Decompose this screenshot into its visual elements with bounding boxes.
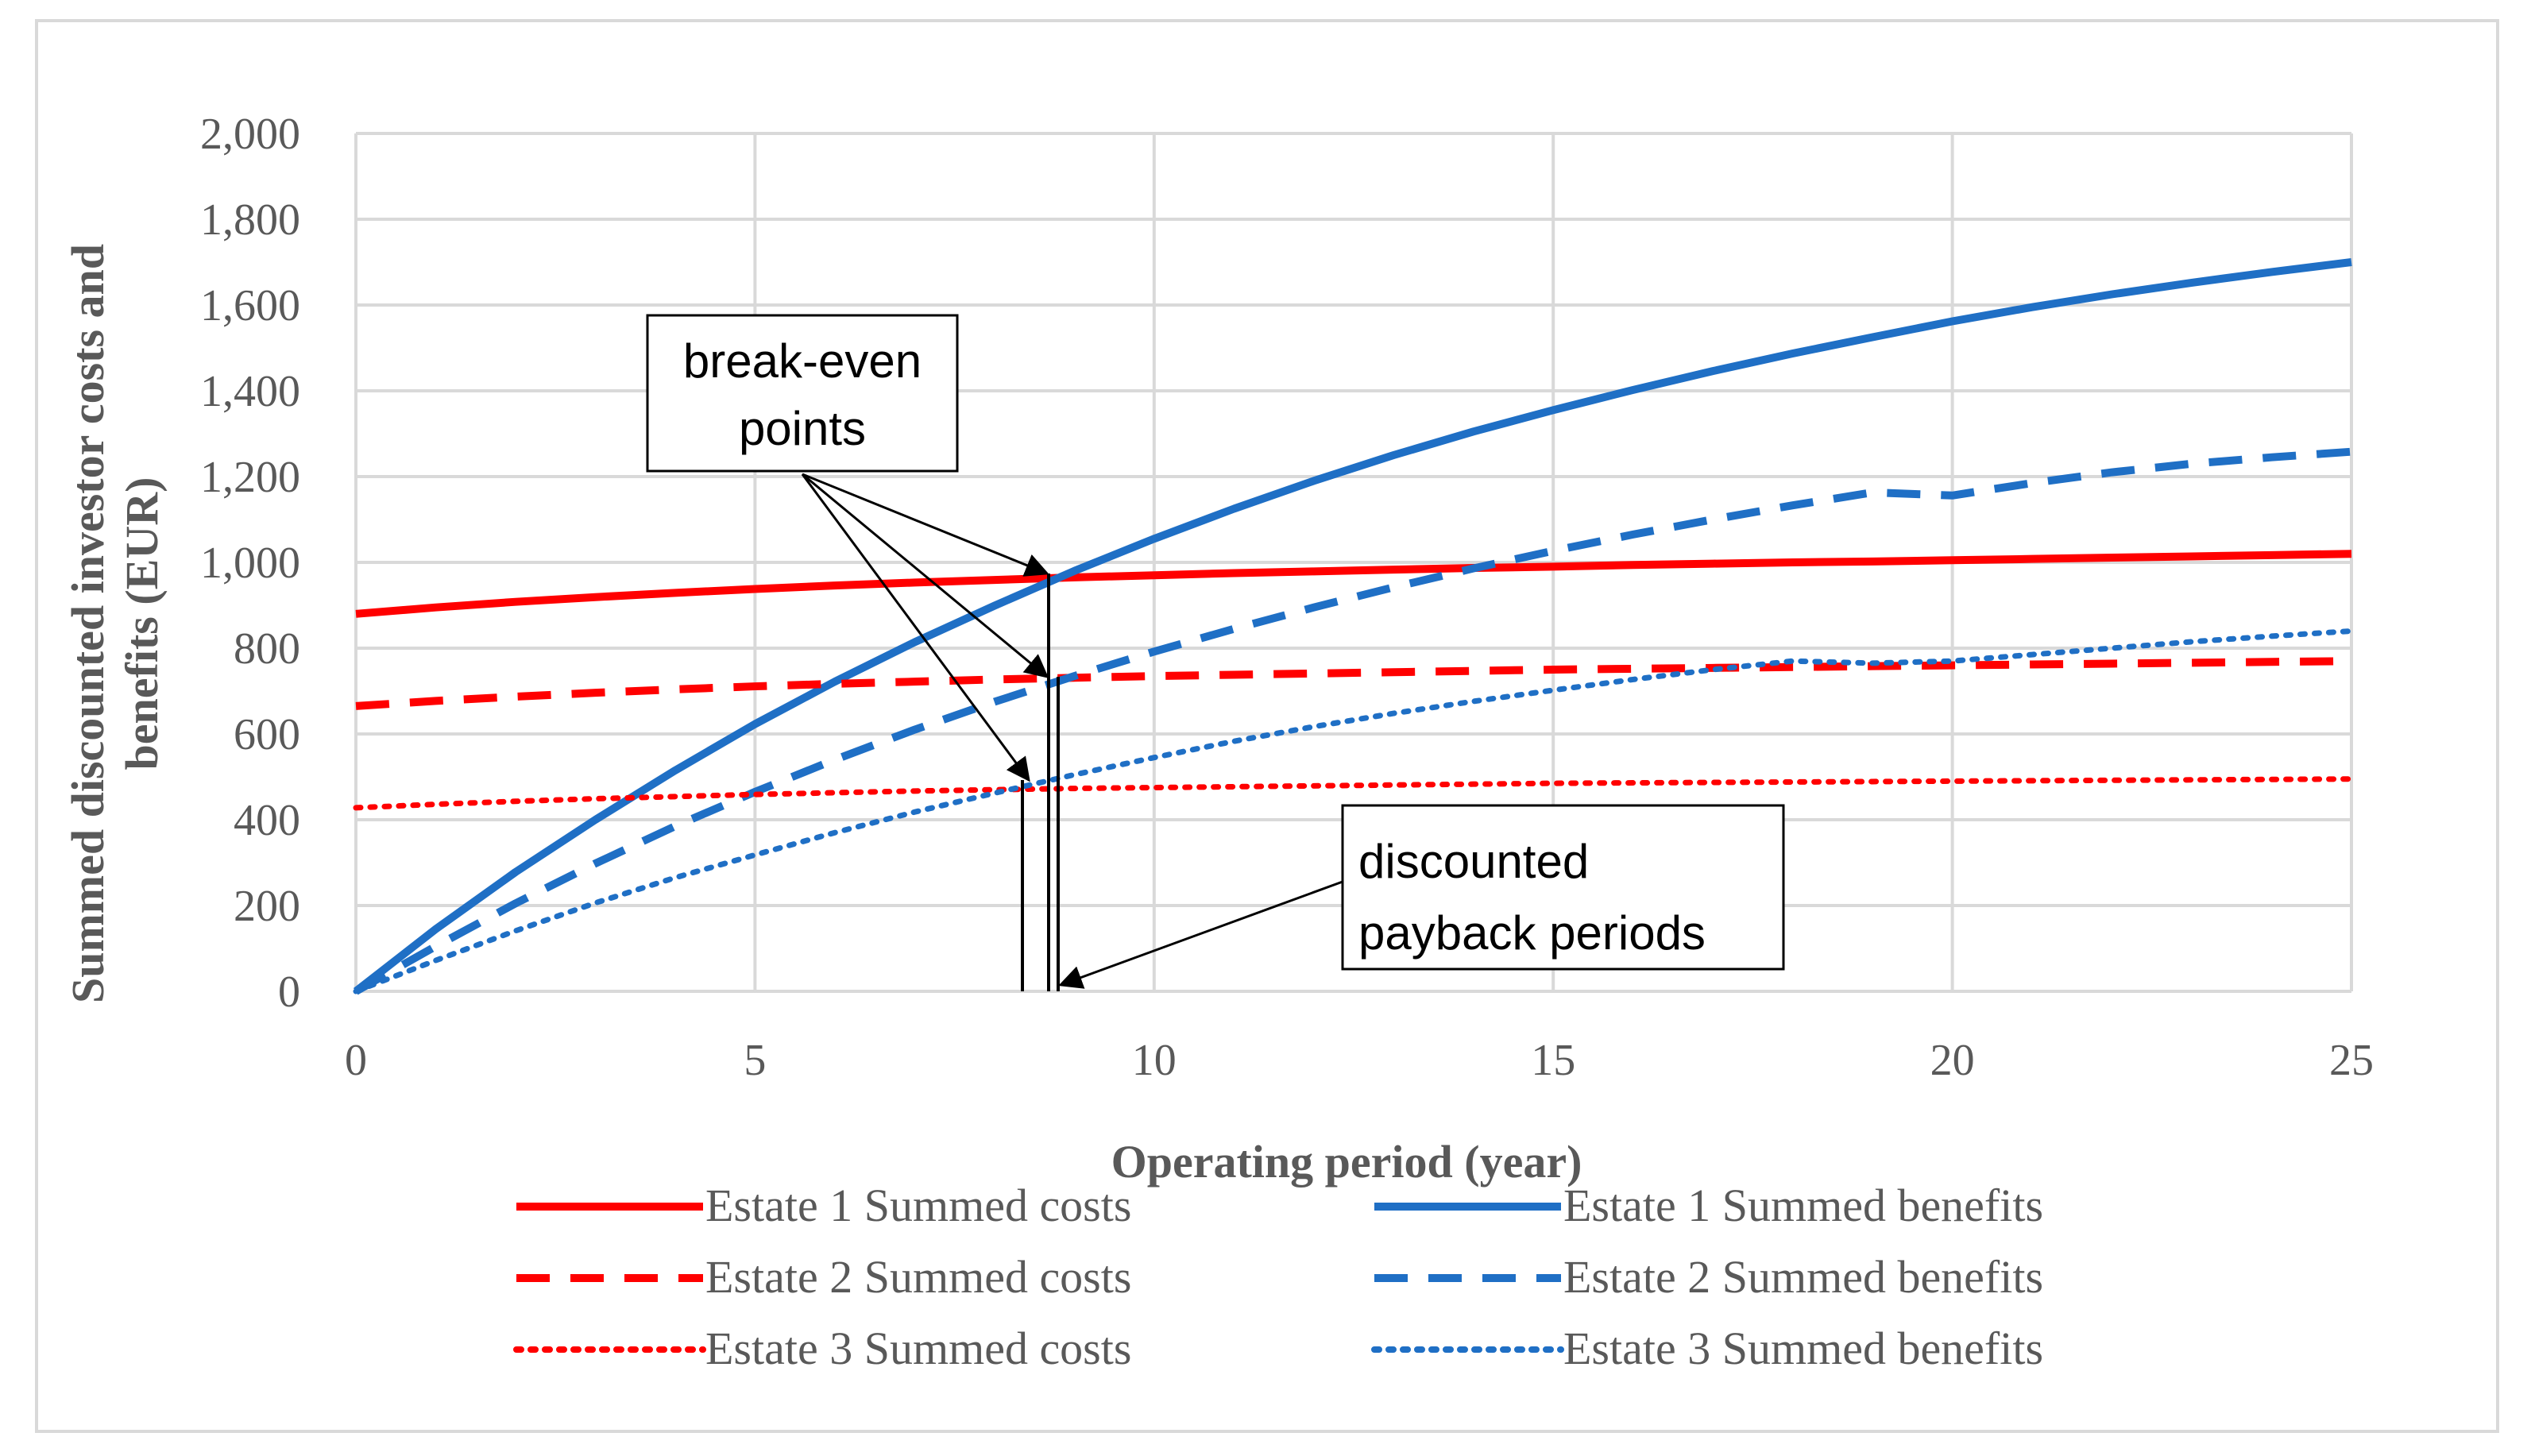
series-line-1: [355, 550, 2352, 618]
break-even-arrow: [802, 473, 1049, 577]
legend-label-2: Estate 1 Summed benefits: [1563, 1180, 2043, 1231]
x-tick-label: 0: [345, 1036, 367, 1085]
payback-arrow: [1058, 880, 1343, 989]
y-tick-label: 1,600: [200, 281, 300, 330]
break-even-label-line1: break-even: [683, 334, 922, 388]
legend-label-1: Estate 1 Summed costs: [705, 1180, 1131, 1231]
y-axis-title-line1: Summed discounted investor costs and: [62, 244, 114, 1003]
y-tick-labels: 0 200 400 600 800 1,000 1,200 1,400 1,600 1,800 2,…: [200, 110, 300, 1017]
payback-label-line2: payback periods: [1358, 906, 1706, 960]
x-tick-labels: 0 5 10 15 20 25: [345, 1036, 2374, 1085]
y-tick-label: 200: [234, 882, 300, 931]
break-even-arrow: [802, 473, 1049, 678]
y-tick-label: 600: [234, 710, 300, 759]
x-axis-title: Operating period (year): [1111, 1136, 1582, 1188]
y-tick-label: 1,000: [200, 539, 300, 588]
series-line-5: [353, 776, 2355, 811]
chart-frame: [35, 19, 2499, 1433]
x-tick-label: 15: [1531, 1036, 1575, 1085]
x-tick-label: 10: [1132, 1036, 1177, 1085]
break-even-box: [646, 314, 959, 473]
y-tick-label: 1,400: [200, 367, 300, 416]
series-line-3: [355, 657, 2352, 710]
legend-label-5: Estate 3 Summed costs: [705, 1323, 1131, 1374]
y-tick-label: 2,000: [200, 110, 300, 159]
break-even-arrow: [801, 473, 1030, 782]
payback-box: [1341, 804, 1785, 971]
payback-label-line1: discounted: [1358, 835, 1589, 888]
legend-label-4: Estate 2 Summed benefits: [1563, 1251, 2043, 1303]
x-tick-label: 25: [2329, 1036, 2374, 1085]
series-line-6: [353, 628, 2355, 994]
y-tick-label: 400: [234, 796, 300, 845]
x-tick-label: 20: [1930, 1036, 1975, 1085]
y-tick-label: 1,800: [200, 195, 300, 245]
series-line-4: [354, 447, 2352, 995]
legend: Estate 1 Summed costs Estate 1 Summed ben…: [513, 1180, 2043, 1374]
y-tick-label: 1,200: [200, 453, 300, 502]
x-tick-label: 5: [744, 1036, 766, 1085]
legend-label-6: Estate 3 Summed benefits: [1563, 1323, 2043, 1374]
annotations: break-even points discounted payback per…: [646, 314, 1785, 991]
y-tick-label: 800: [234, 624, 300, 674]
y-tick-label: 0: [278, 967, 300, 1017]
break-even-label-line2: points: [739, 402, 866, 455]
y-axis-title-line2: benefits (EUR): [116, 477, 168, 770]
legend-label-3: Estate 2 Summed costs: [705, 1251, 1131, 1303]
series-line-2: [353, 258, 2352, 994]
series-lines: [353, 258, 2355, 995]
